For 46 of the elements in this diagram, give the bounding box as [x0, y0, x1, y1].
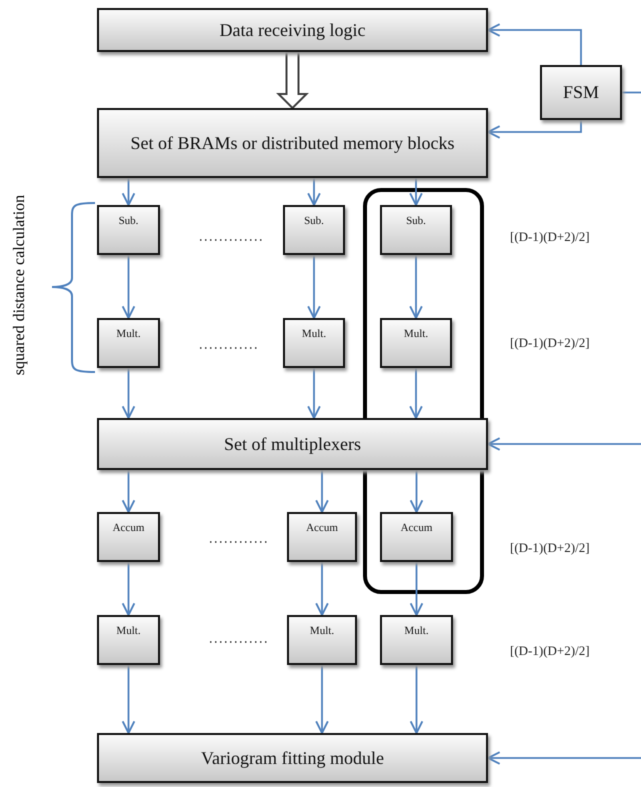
process-box: FSM — [540, 65, 622, 120]
block-box: Sub. — [380, 205, 452, 255]
arrow — [122, 368, 136, 419]
count-label: [(D-1)(D+2)/2] — [510, 540, 590, 556]
block-box: Accum — [287, 512, 357, 562]
arrow — [487, 23, 582, 65]
arrow — [487, 120, 582, 139]
block-box: Mult. — [97, 318, 160, 368]
process-box: Set of multiplexers — [97, 418, 488, 470]
arrow — [122, 178, 136, 206]
arrow — [307, 178, 321, 206]
arrow — [410, 562, 424, 616]
arrow — [307, 255, 321, 319]
arrow — [487, 437, 641, 451]
arrow — [122, 255, 136, 319]
arrow — [410, 470, 424, 513]
block-box: Mult. — [380, 318, 452, 368]
count-label: [(D-1)(D+2)/2] — [510, 335, 590, 351]
arrow — [315, 665, 329, 734]
process-box: Set of BRAMs or distributed memory blocks — [97, 108, 488, 178]
arrow — [409, 255, 423, 319]
block-box: Mult. — [283, 318, 345, 368]
block-box: Accum — [97, 512, 160, 562]
block-arrow — [276, 51, 309, 110]
block-box: Sub. — [283, 205, 345, 255]
block-box: Mult. — [287, 615, 357, 665]
arrow — [122, 562, 136, 616]
block-box: Mult. — [97, 615, 160, 665]
arrow — [315, 562, 329, 616]
arrow — [307, 368, 321, 419]
arrow — [487, 751, 641, 765]
count-label: [(D-1)(D+2)/2] — [510, 229, 590, 245]
arrow — [409, 368, 423, 419]
arrow — [315, 470, 329, 513]
arrow — [410, 665, 424, 734]
count-label: [(D-1)(D+2)/2] — [510, 643, 590, 659]
arrow — [122, 470, 136, 513]
block-box: Mult. — [380, 615, 453, 665]
arrow — [409, 178, 423, 206]
side-label: squared distance calculation — [11, 194, 30, 376]
process-box: Variogram fitting module — [97, 733, 488, 783]
arrow — [122, 665, 136, 734]
block-box: Sub. — [97, 205, 160, 255]
block-box: Accum — [380, 512, 453, 562]
connector-line — [622, 92, 641, 94]
process-box: Data receiving logic — [97, 8, 488, 52]
